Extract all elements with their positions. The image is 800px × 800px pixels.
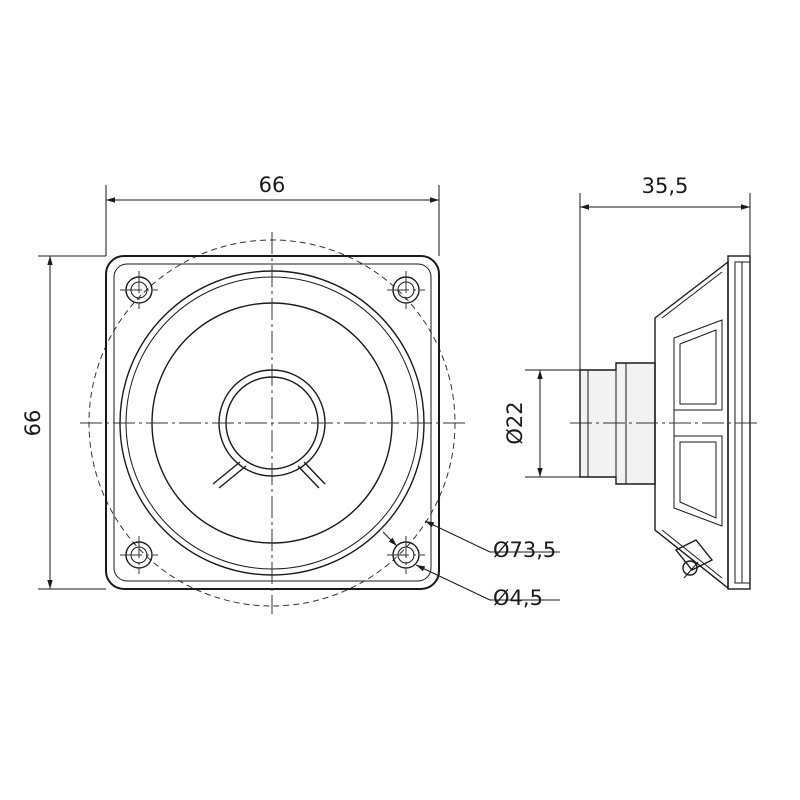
terminal-connector	[674, 539, 714, 579]
front-width-label: 66	[259, 173, 286, 197]
dimension-front-height: 66	[21, 255, 106, 590]
front-view	[80, 232, 465, 614]
basket-window-lower	[673, 435, 723, 527]
basket-window-upper	[673, 319, 723, 411]
leader-bolt-circle: Ø73,5	[424, 520, 560, 562]
side-depth-label: 35,5	[642, 174, 689, 198]
hole-diameter-label: Ø4,5	[493, 586, 543, 610]
lead-wires	[212, 461, 326, 489]
front-height-label: 66	[21, 410, 45, 437]
bolt-circle-label: Ø73,5	[493, 538, 556, 562]
dimension-front-width: 66	[105, 173, 440, 256]
dimension-side-depth: 35,5	[579, 174, 751, 370]
side-view	[570, 255, 760, 590]
leader-hole-diameter: Ø4,5	[382, 531, 560, 610]
basket-outline	[654, 260, 729, 590]
dimension-magnet-diameter: Ø22	[503, 369, 580, 478]
magnet-diameter-label: Ø22	[503, 401, 527, 444]
